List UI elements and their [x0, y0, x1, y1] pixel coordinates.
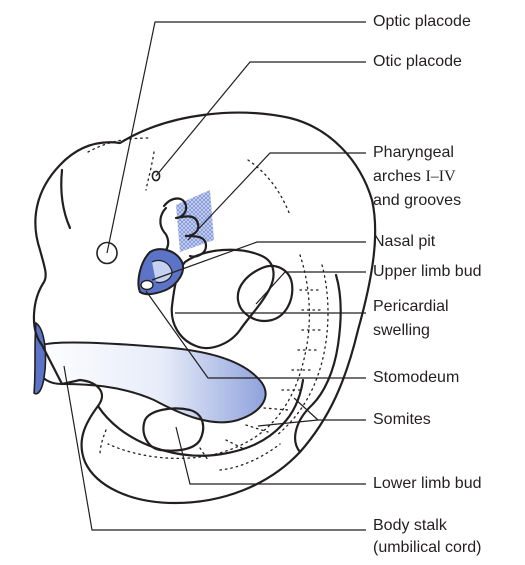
- label-optic-placode: Optic placode: [373, 12, 471, 32]
- body-stalk-shape: [34, 323, 266, 422]
- label-nasal-pit: Nasal pit: [373, 232, 435, 252]
- label-pharyngeal-line-2: arches I–IV: [373, 167, 456, 187]
- label-otic-placode: Otic placode: [373, 52, 462, 72]
- label-pharyngeal-line-3: and grooves: [373, 191, 461, 211]
- label-stomodeum: Stomodeum: [373, 368, 459, 388]
- label-pericardial-line-2: swelling: [373, 321, 430, 341]
- label-body-stalk-line-2: (umbilical cord): [373, 538, 481, 558]
- label-pharyngeal-numerals: I–IV: [425, 168, 455, 185]
- label-pharyngeal-line-1: Pharyngeal: [373, 143, 454, 163]
- embryo-body-outline: [34, 113, 375, 503]
- label-pericardial-line-1: Pericardial: [373, 297, 449, 317]
- label-somites: Somites: [373, 410, 431, 430]
- pharyngeal-arches-shape: [160, 190, 214, 257]
- label-body-stalk-line-1: Body stalk: [373, 516, 447, 536]
- label-upper-limb-bud: Upper limb bud: [373, 262, 482, 282]
- pericardial-swelling-shape: [172, 250, 274, 348]
- label-pharyngeal-arches-text: arches: [373, 168, 425, 185]
- label-lower-limb-bud: Lower limb bud: [373, 474, 482, 494]
